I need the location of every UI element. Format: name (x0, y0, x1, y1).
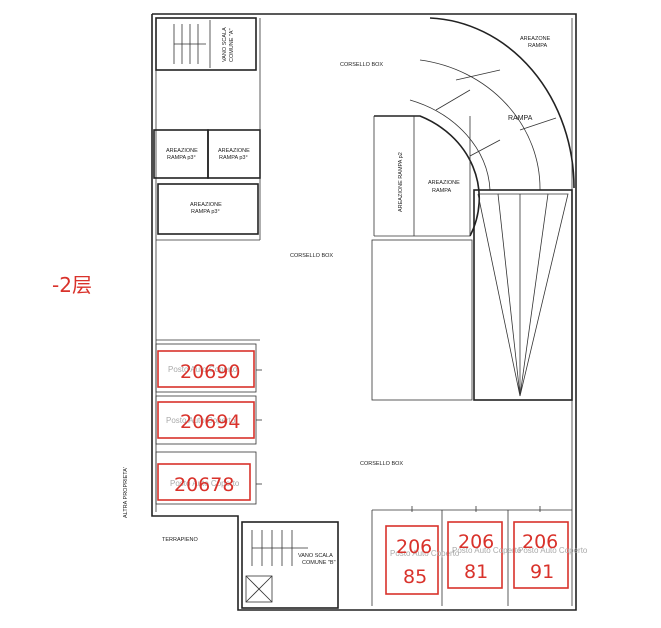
areazione-1-label: AREAZIONE (166, 148, 198, 154)
corsello-bottom-label: CORSELLO BOX (360, 461, 403, 467)
left-rooms (153, 18, 261, 341)
altra-proprieta-label: ALTRA PROPRIETA' (123, 467, 129, 518)
unit-20691[interactable]: Posto Auto Coperto 206 91 (513, 521, 588, 589)
posto-auto-ghost: Posto Auto Coperto (170, 479, 240, 488)
unit-20690[interactable]: Posto Auto Coperto 20690 (157, 350, 255, 388)
stair-block-a (155, 17, 257, 71)
posto-auto-ghost: Posto Auto Coperto (452, 546, 522, 555)
unit-label-line2: 81 (464, 561, 488, 583)
areazione-3-label: AREAZIONE (190, 202, 222, 208)
unit-label-line2: 91 (530, 561, 554, 583)
vano-scala-a-label: VANO SCALA (222, 27, 228, 62)
bottom-parking-row (371, 506, 572, 606)
unit-label-line1: 206 (458, 531, 494, 553)
rampa-mid-label: RAMPA (508, 115, 533, 122)
floor-label: -2层 (52, 273, 92, 297)
areazione-2-sub: RAMPA p3° (219, 155, 248, 161)
rampa-top-sub: RAMPA (528, 43, 547, 49)
unit-label-line2: 85 (403, 566, 427, 588)
vano-scala-b-label: VANO SCALA (298, 553, 333, 559)
ramp-area (373, 17, 575, 237)
ramp-triangles (473, 189, 573, 401)
unit-label: 20678 (174, 474, 234, 496)
unit-label: 20690 (180, 361, 240, 383)
vano-scala-b-sub: COMUNE "B" (302, 560, 336, 566)
outer-walls (151, 13, 577, 611)
unit-label-line1: 206 (396, 536, 432, 558)
unit-20694[interactable]: Posto Auto Coperto 20694 (157, 401, 255, 439)
areazione-rampa-sub: RAMPA (432, 188, 451, 194)
areazione-rampa-label: AREAZIONE (428, 180, 460, 186)
unit-20685[interactable]: Posto Auto Coperto 206 85 (385, 525, 460, 595)
terrapieno-label: TERRAPIENO (162, 537, 198, 543)
central-void (371, 239, 473, 401)
corsello-top-label: CORSELLO BOX (340, 62, 383, 68)
unit-20681[interactable]: Posto Auto Coperto 206 81 (447, 521, 522, 589)
rampa-top-label: AREAZONE (520, 36, 551, 42)
posto-auto-ghost: Posto Auto Coperto (168, 365, 238, 374)
areazione-rampa-vertical: AREAZIONE RAMPA p2 (398, 152, 404, 212)
unit-label-line1: 206 (522, 531, 558, 553)
stair-block-b (241, 521, 339, 609)
vano-scala-a-sub: COMUNE "A" (229, 28, 235, 62)
posto-auto-ghost: Posto Auto Coperto (390, 549, 460, 558)
unit-20678[interactable]: Posto Auto Coperto 20678 (157, 463, 251, 501)
areazione-3-sub: RAMPA p3° (191, 209, 220, 215)
areazione-1-sub: RAMPA p3° (167, 155, 196, 161)
posto-auto-ghost: Posto Auto Coperto (166, 416, 236, 425)
unit-label: 20694 (180, 411, 240, 433)
left-parking-bays (155, 343, 262, 505)
areazione-2-label: AREAZIONE (218, 148, 250, 154)
corsello-mid-label: CORSELLO BOX (290, 253, 333, 259)
posto-auto-ghost: Posto Auto Coperto (518, 546, 588, 555)
